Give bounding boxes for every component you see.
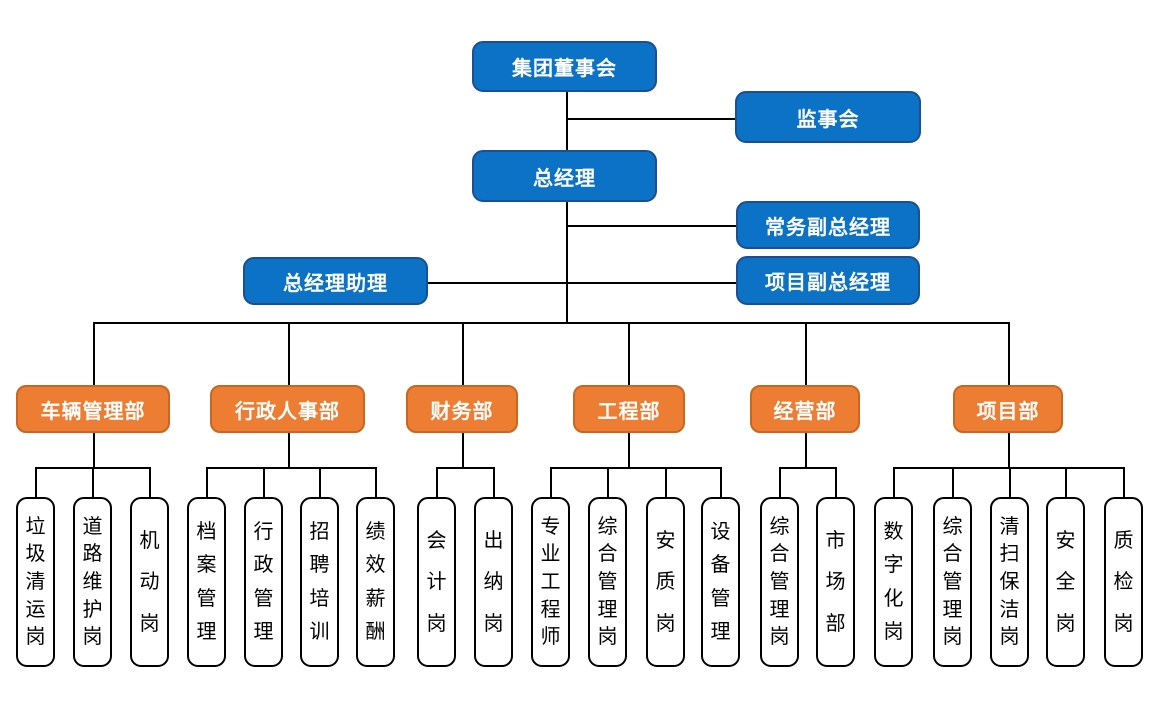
connector-post-drop [1123, 467, 1125, 497]
connector-post-drop [893, 467, 895, 497]
connector-post-drop [1065, 467, 1067, 497]
node-executive-deputy-gm: 常务副总经理 [736, 201, 920, 249]
connector-dept-drop [288, 322, 290, 385]
post-box: 行政管理 [244, 497, 283, 667]
connector-post-drop [952, 467, 954, 497]
post-box: 专业工程师 [531, 497, 570, 667]
connector-post-drop [550, 467, 552, 497]
connector-post-drop [493, 467, 495, 497]
post-box: 数字化岗 [874, 497, 913, 667]
connector-post-rail [893, 467, 1124, 469]
connector-dept-stub [462, 433, 464, 467]
post-box: 出纳岗 [474, 497, 513, 667]
connector-dept-stub [1008, 433, 1010, 467]
connector-post-drop [149, 467, 151, 497]
connector-post-drop [720, 467, 722, 497]
connector-dept-stub [288, 433, 290, 467]
connector-post-drop [835, 467, 837, 497]
post-box: 设备管理 [701, 497, 740, 667]
connector-dept-drop [462, 322, 464, 385]
connector-post-drop [92, 467, 94, 497]
node-general-manager: 总经理 [472, 150, 657, 202]
connector-board-gm [566, 91, 568, 151]
post-box: 综合管理岗 [933, 497, 972, 667]
connector-dept-drop [1008, 322, 1010, 385]
post-box: 质检岗 [1104, 497, 1143, 667]
connector-post-drop [206, 467, 208, 497]
post-box: 安质岗 [646, 497, 685, 667]
post-box: 会计岗 [417, 497, 456, 667]
connector-gm-depts [566, 202, 568, 323]
connector-dept-drop [93, 322, 95, 385]
connector-post-rail [550, 467, 721, 469]
node-supervisory-board: 监事会 [735, 91, 921, 143]
connector-post-drop [1009, 467, 1011, 497]
connector-post-rail [436, 467, 494, 469]
dept-engineering: 工程部 [573, 385, 685, 433]
connector-dept-stub [805, 433, 807, 467]
connector-dept-drop [805, 322, 807, 385]
connector-post-drop [263, 467, 265, 497]
connector-post-rail [779, 467, 836, 469]
dept-operations: 经营部 [750, 385, 860, 433]
post-box: 道路维护岗 [73, 497, 112, 667]
connector-post-drop [35, 467, 37, 497]
post-box: 档案管理 [187, 497, 226, 667]
connector-post-rail [206, 467, 376, 469]
connector-exec-deputy [566, 225, 737, 227]
connector-post-drop [436, 467, 438, 497]
post-box: 招聘培训 [300, 497, 339, 667]
connector-post-drop [319, 467, 321, 497]
post-box: 垃圾清运岗 [16, 497, 55, 667]
connector-post-drop [607, 467, 609, 497]
connector-dept-drop [628, 322, 630, 385]
node-gm-assistant: 总经理助理 [243, 257, 428, 305]
connector-dept-stub [93, 433, 95, 467]
post-box: 综合管理岗 [588, 497, 627, 667]
connector-post-drop [665, 467, 667, 497]
connector-assistant-deputy [428, 282, 737, 284]
dept-vehicle-mgmt: 车辆管理部 [16, 385, 170, 433]
dept-finance: 财务部 [406, 385, 518, 433]
connector-dept-stub [628, 433, 630, 467]
post-box: 综合管理岗 [760, 497, 799, 667]
dept-project: 项目部 [953, 385, 1063, 433]
connector-supervisory [566, 118, 737, 120]
post-box: 安全岗 [1046, 497, 1085, 667]
connector-dept-rail [93, 322, 1009, 324]
dept-admin-hr: 行政人事部 [210, 385, 365, 433]
node-board: 集团董事会 [472, 41, 657, 92]
node-project-deputy-gm: 项目副总经理 [736, 256, 920, 305]
post-box: 市场部 [816, 497, 855, 667]
post-box: 绩效薪酬 [356, 497, 395, 667]
connector-post-drop [779, 467, 781, 497]
post-box: 机动岗 [130, 497, 169, 667]
connector-post-drop [375, 467, 377, 497]
post-box: 清扫保洁岗 [990, 497, 1029, 667]
